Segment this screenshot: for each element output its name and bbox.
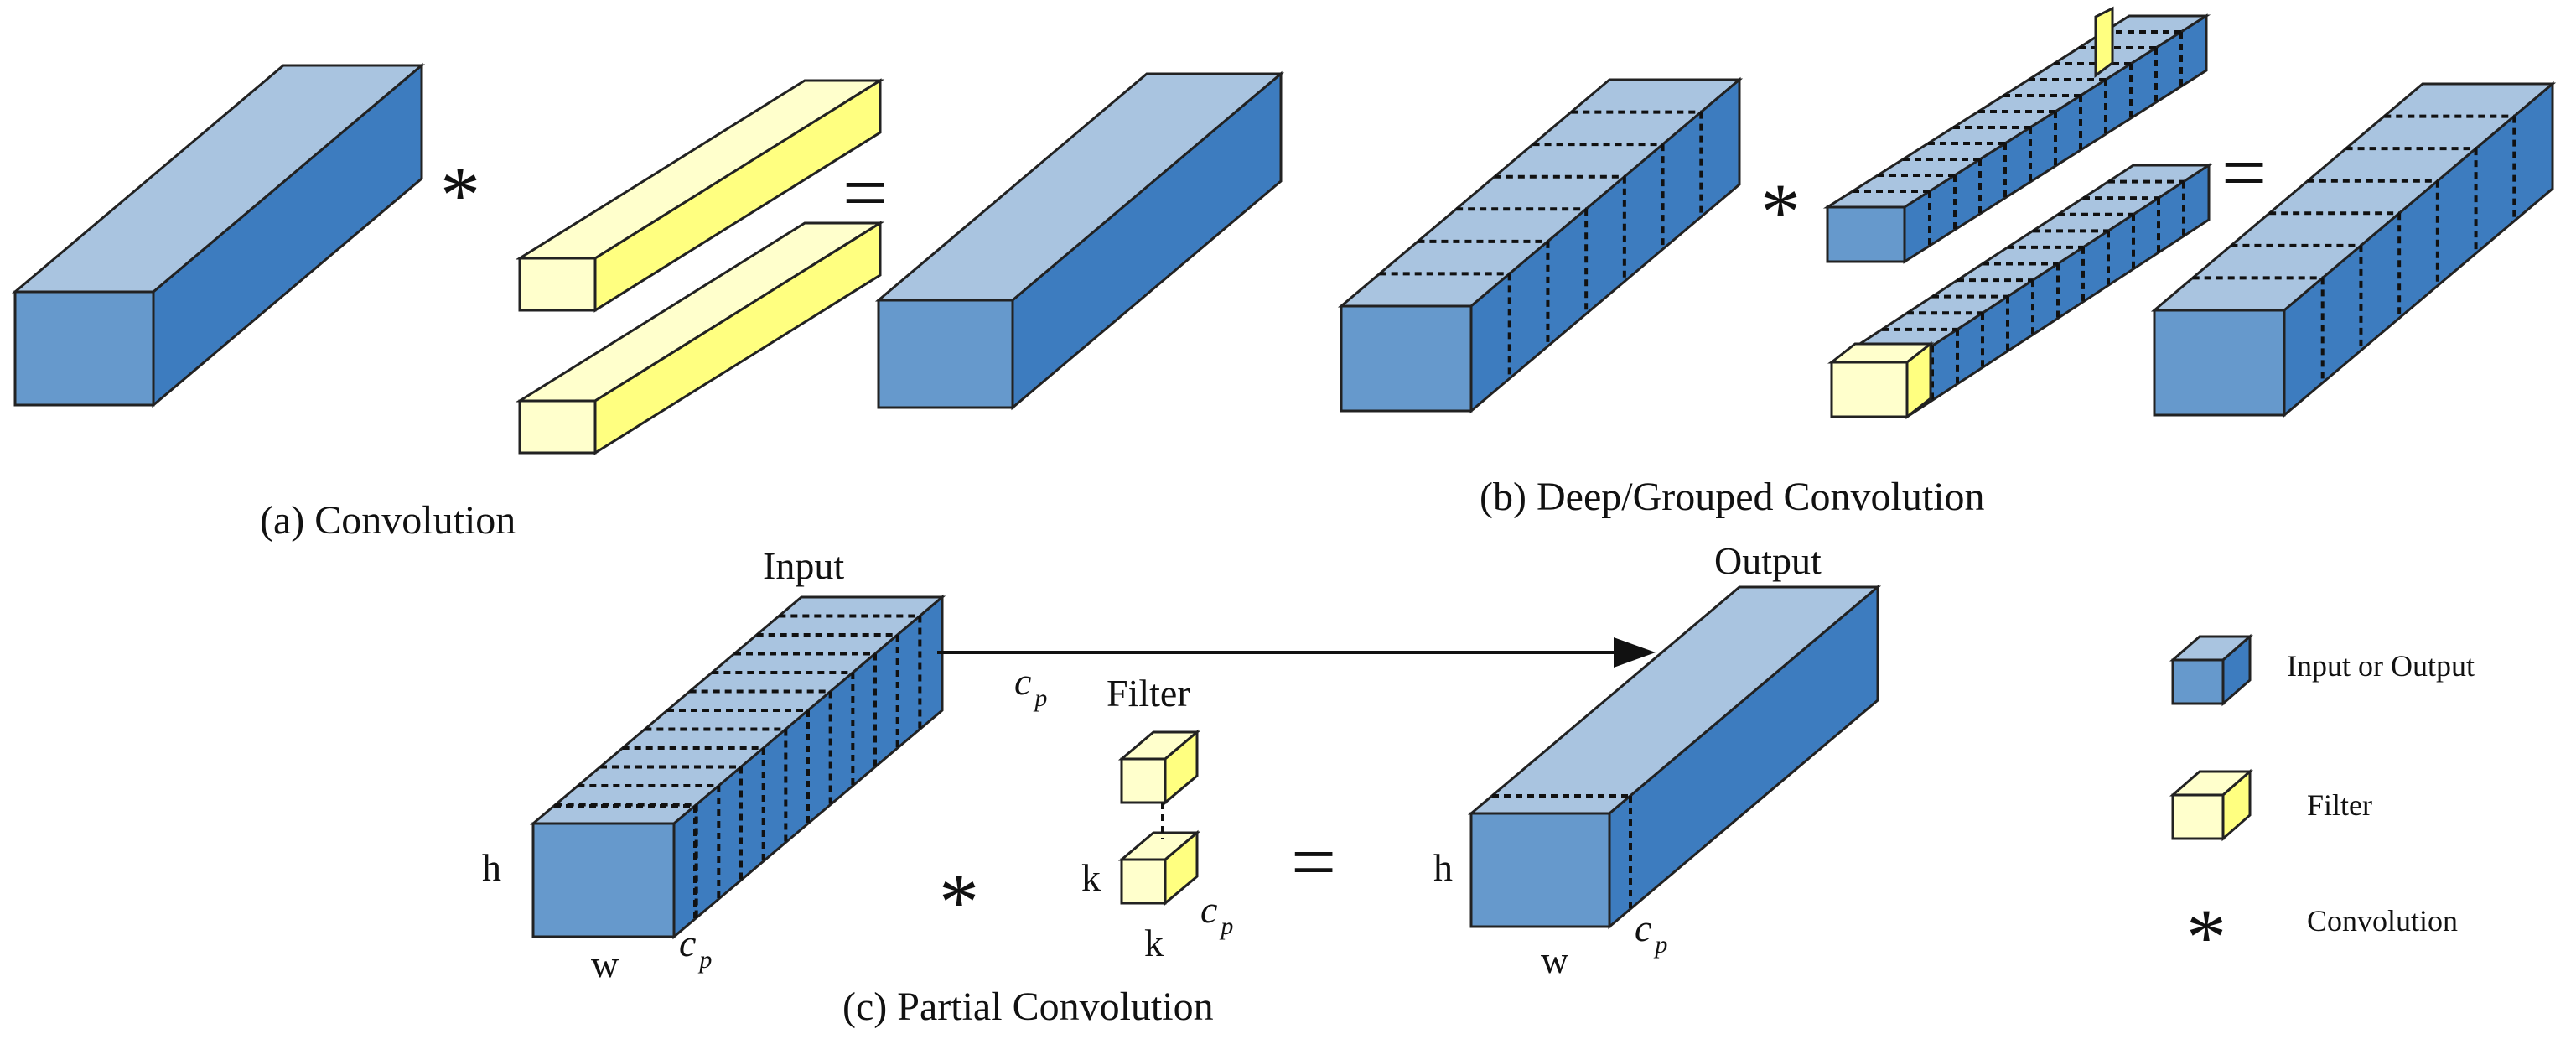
cp-base: c <box>1635 907 1651 949</box>
filter-label: Filter <box>1107 672 1190 714</box>
h-label-output: h <box>1433 846 1453 889</box>
cp-sub: p <box>1033 684 1047 712</box>
output-label: Output <box>1714 539 1822 582</box>
k-label-side: k <box>1081 856 1101 899</box>
caption-c: (c) Partial Convolution <box>842 985 1214 1029</box>
filter-box-b2-head-front <box>1830 361 1909 418</box>
output-box-c-front <box>1469 812 1611 928</box>
filter-box-a2 <box>515 221 885 455</box>
filter-cube-c2-front <box>1120 858 1167 905</box>
h-label-input: h <box>482 846 501 889</box>
legend-io-box <box>2169 633 2253 707</box>
cp-base: c <box>1014 660 1031 703</box>
conv-symbol-b: * <box>1760 167 1801 257</box>
cp-base: c <box>679 922 696 964</box>
legend-io-box-front <box>2171 658 2225 705</box>
cp-sub: p <box>1219 912 1233 940</box>
input-box-a-front <box>13 290 155 407</box>
filter-box-a1-front <box>518 257 597 312</box>
legend-filter-box <box>2169 768 2253 842</box>
filter-b1-end <box>2094 6 2114 78</box>
w-label-input: w <box>591 943 619 985</box>
cp-sub: p <box>697 946 712 974</box>
filter-cube-c1 <box>1117 729 1201 806</box>
conv-symbol-a: * <box>440 150 480 240</box>
filter-box-b1-front <box>1826 205 1906 263</box>
output-box-c <box>1467 584 1882 930</box>
equals-symbol-c: = <box>1291 817 1336 907</box>
caption-b: (b) Deep/Grouped Convolution <box>1480 475 1985 519</box>
input-box-b-front <box>1340 304 1473 413</box>
filter-box-a2-front <box>518 399 597 455</box>
input-box-b <box>1337 76 1744 414</box>
cp-base: c <box>1200 888 1217 931</box>
diagram-shapes <box>11 6 2557 940</box>
input-label: Input <box>763 544 844 587</box>
cp-sub: p <box>1653 931 1667 959</box>
equals-symbol-b: = <box>2221 127 2267 217</box>
legend-filter-box-front <box>2171 793 2225 840</box>
filter-cube-c2 <box>1117 829 1201 907</box>
arrow-head <box>1614 637 1656 668</box>
legend-conv-symbol: * <box>2186 892 2226 982</box>
filter-box-b2-head <box>1827 340 1935 420</box>
output-box-a-front <box>877 299 1014 409</box>
filter-box-a1 <box>515 78 885 313</box>
legend-filter-label: Filter <box>2307 788 2372 822</box>
legend-conv-label: Convolution <box>2307 904 2458 938</box>
w-label-output: w <box>1541 938 1569 981</box>
output-box-b <box>2150 81 2557 418</box>
input-box-a <box>11 62 426 408</box>
filter-cube-c1-front <box>1120 757 1167 804</box>
input-box-c <box>529 594 946 940</box>
output-box-a <box>874 70 1285 411</box>
k-label-bottom: k <box>1144 922 1164 964</box>
input-box-c-front <box>531 822 676 938</box>
caption-a: (a) Convolution <box>260 498 516 543</box>
equals-symbol-a: = <box>842 148 888 237</box>
legend-io-label: Input or Output <box>2287 649 2475 683</box>
output-box-b-front <box>2153 309 2286 417</box>
conv-symbol-c: * <box>939 857 979 947</box>
